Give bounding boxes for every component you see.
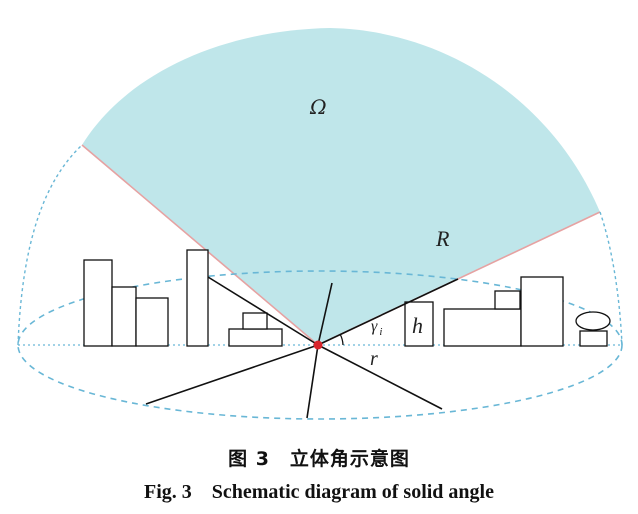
gamma-subscript: i [379,326,382,338]
hemisphere-dome-outline-right [599,211,623,346]
caption-english: Fig. 3 Schematic diagram of solid angle [144,481,494,503]
ray-left-down [145,344,319,405]
gamma-angle-arc [339,333,344,346]
building-7 [520,276,564,347]
building-2 [111,286,137,347]
observer-point [313,340,323,350]
solid-angle-sector [82,28,600,345]
gamma-symbol: γ [371,318,378,335]
building-4 [186,249,209,347]
omega-label: Ω [309,95,327,119]
building-1 [83,259,113,347]
building-8-base [579,330,608,347]
building-5-top [242,312,268,330]
height-h-label: h [412,313,423,338]
radius-R-label: R [435,226,450,251]
base-ellipse [17,270,623,420]
radial-lines [145,276,459,419]
building-5-base [228,328,283,347]
radius-r-label: r [370,348,378,370]
ray-up [317,282,333,346]
building-6 [443,308,522,347]
ray-down [306,344,319,419]
sector-edge-left [81,144,319,346]
ray-left-up [207,276,319,346]
building-h [404,301,434,347]
caption-chinese: 图 3 立体角示意图 [228,448,410,470]
building-6-top [494,290,521,310]
ray-right-down [317,344,443,410]
building-8-dome [575,311,611,331]
building-3 [135,297,169,347]
ray-R [317,278,459,346]
hemisphere-dome-outline [17,144,83,346]
buildings [83,249,611,347]
